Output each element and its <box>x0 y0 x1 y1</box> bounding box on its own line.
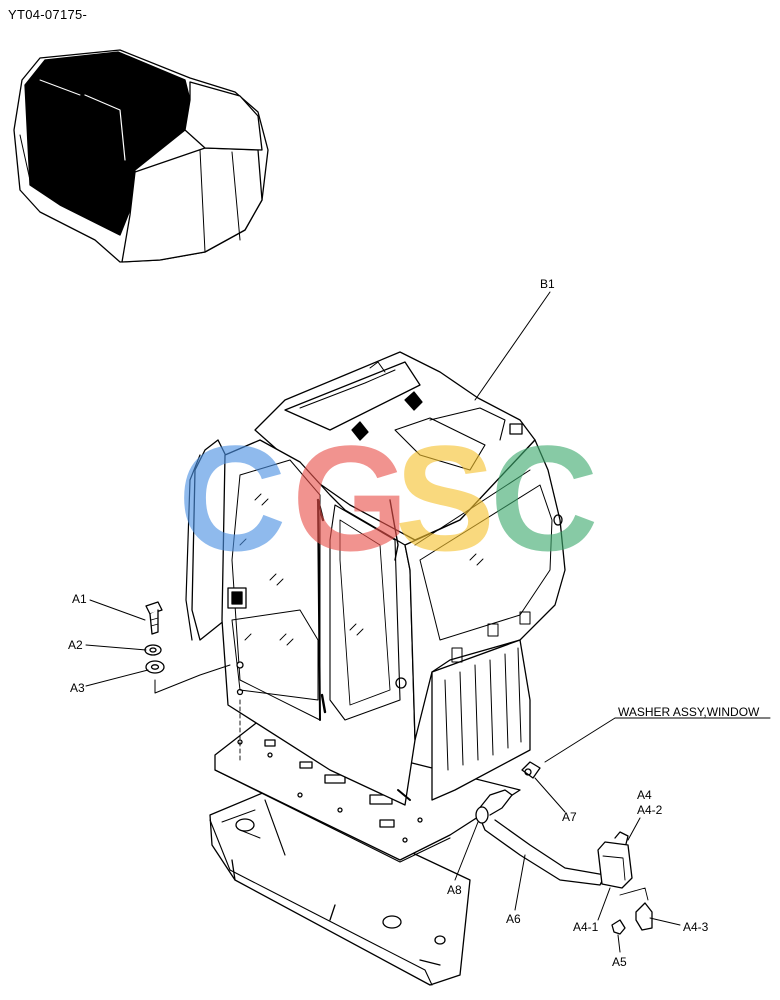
document-id: YT04-07175- <box>8 7 88 22</box>
watermark-letter-s: S <box>395 414 495 582</box>
washer-a2 <box>144 644 162 656</box>
washer-assembly <box>475 761 653 935</box>
bolt-a1 <box>145 601 163 635</box>
watermark-letter-c2: C <box>490 414 598 582</box>
callout-a4-1: A4-1 <box>573 920 599 934</box>
callout-a7: A7 <box>562 810 577 824</box>
callout-a4: A4 <box>637 788 652 802</box>
callout-a4-2: A4-2 <box>637 803 663 817</box>
callout-a8: A8 <box>447 883 462 897</box>
callout-a2: A2 <box>68 638 83 652</box>
callout-a1: A1 <box>72 592 87 606</box>
watermark-letter-g: G <box>292 414 409 582</box>
cab-thumbnail <box>13 49 269 263</box>
watermark: C G S C <box>178 414 598 582</box>
callout-a4-3: A4-3 <box>683 920 709 934</box>
leader-lines <box>85 291 771 953</box>
bolt-guide-line <box>154 664 231 694</box>
callout-washer-assy-window: WASHER ASSY,WINDOW <box>618 705 760 719</box>
callout-a6: A6 <box>506 912 521 926</box>
callout-a5: A5 <box>612 955 627 969</box>
callout-b1: B1 <box>540 277 555 291</box>
washer-a3 <box>145 660 165 674</box>
callout-a3: A3 <box>70 681 85 695</box>
watermark-letter-c1: C <box>178 414 286 582</box>
cab-assembly <box>185 351 566 806</box>
